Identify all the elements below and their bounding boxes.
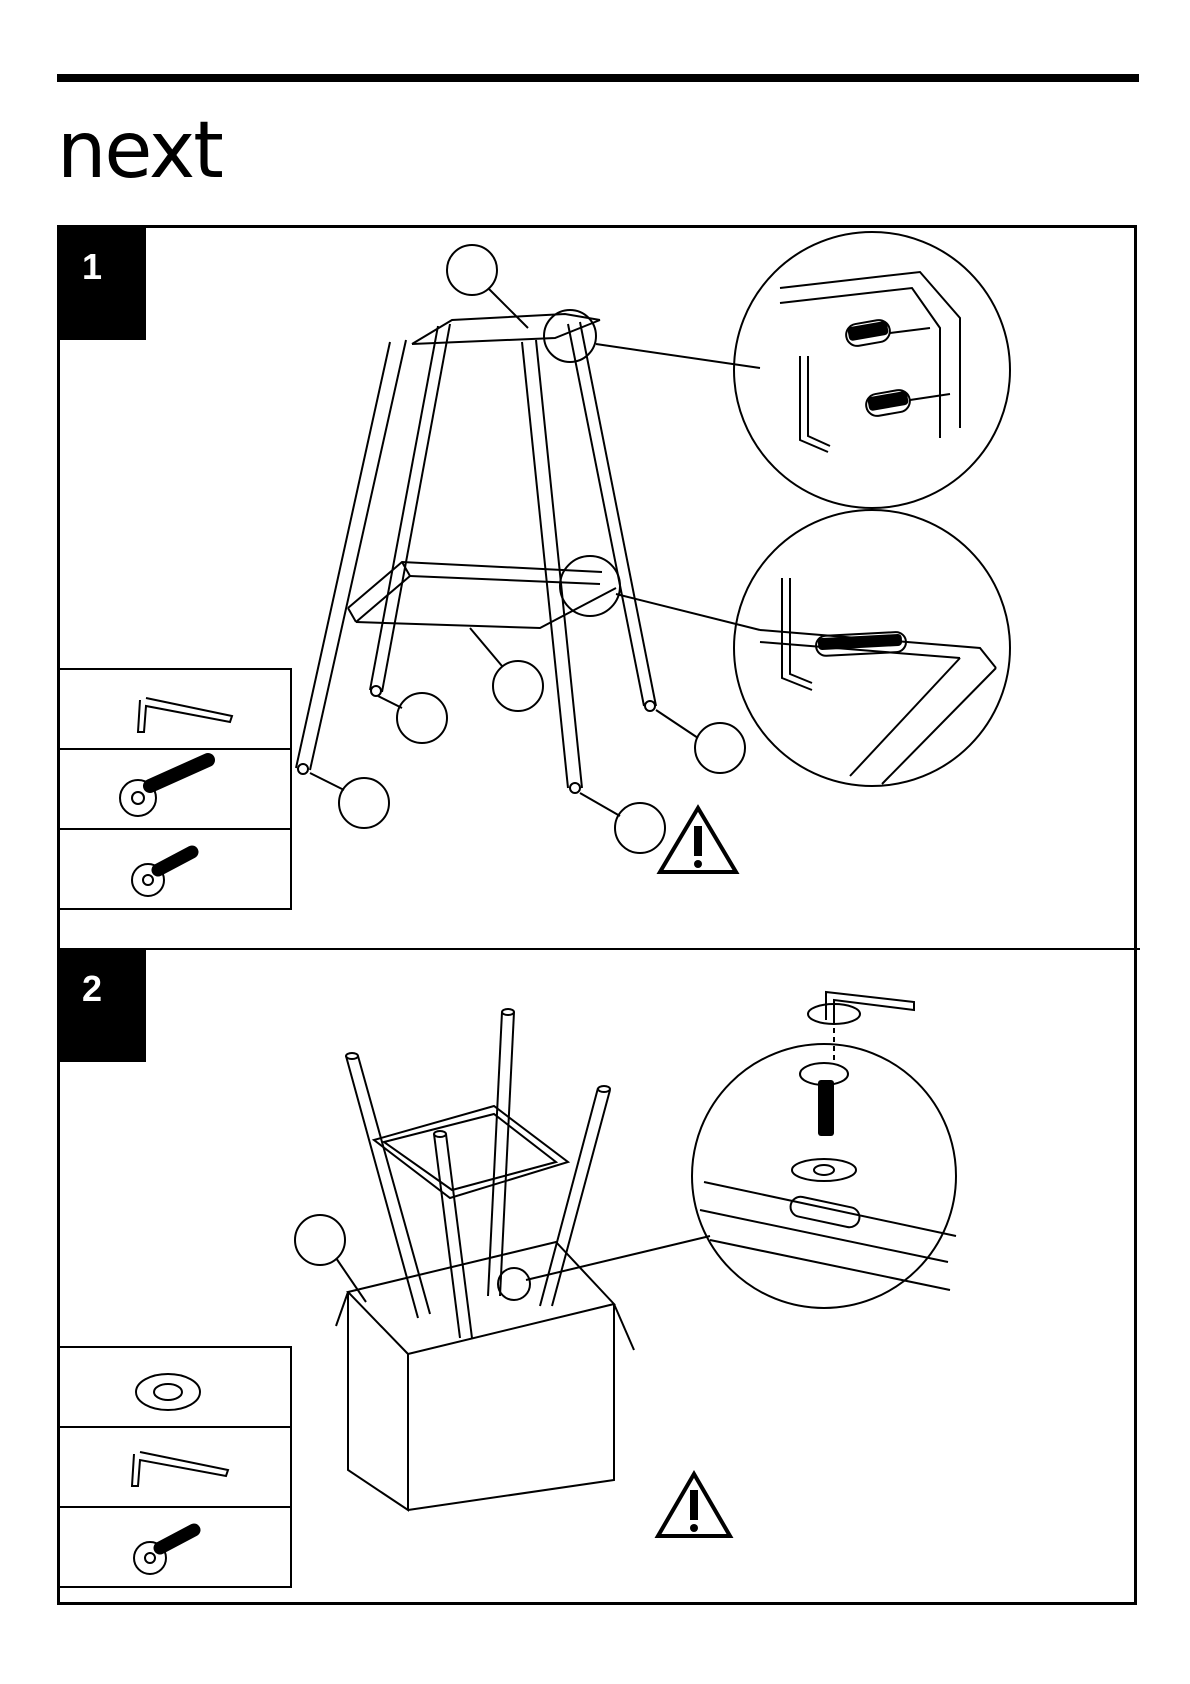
step-1-parts-list [60,668,292,910]
part-short-bolt [60,829,291,909]
allen-key-icon [60,1428,292,1508]
top-rule [57,74,1139,82]
short-bolt-icon [60,830,292,910]
part-long-bolt [60,749,291,829]
brand-logo: next [57,106,222,196]
step-2-panel: 2 [60,950,1140,1602]
part-allen-key [60,669,291,749]
washer-icon [60,1348,292,1428]
step-2-parts-list [60,1346,292,1588]
part-allen-key-2 [60,1427,291,1507]
long-bolt-icon [60,750,292,830]
instruction-frame: 1 [57,225,1137,1605]
allen-key-icon [60,670,292,750]
step-1-panel: 1 [60,228,1140,950]
short-bolt-icon [60,1508,292,1588]
part-washer [60,1347,291,1427]
part-short-bolt-2 [60,1507,291,1587]
